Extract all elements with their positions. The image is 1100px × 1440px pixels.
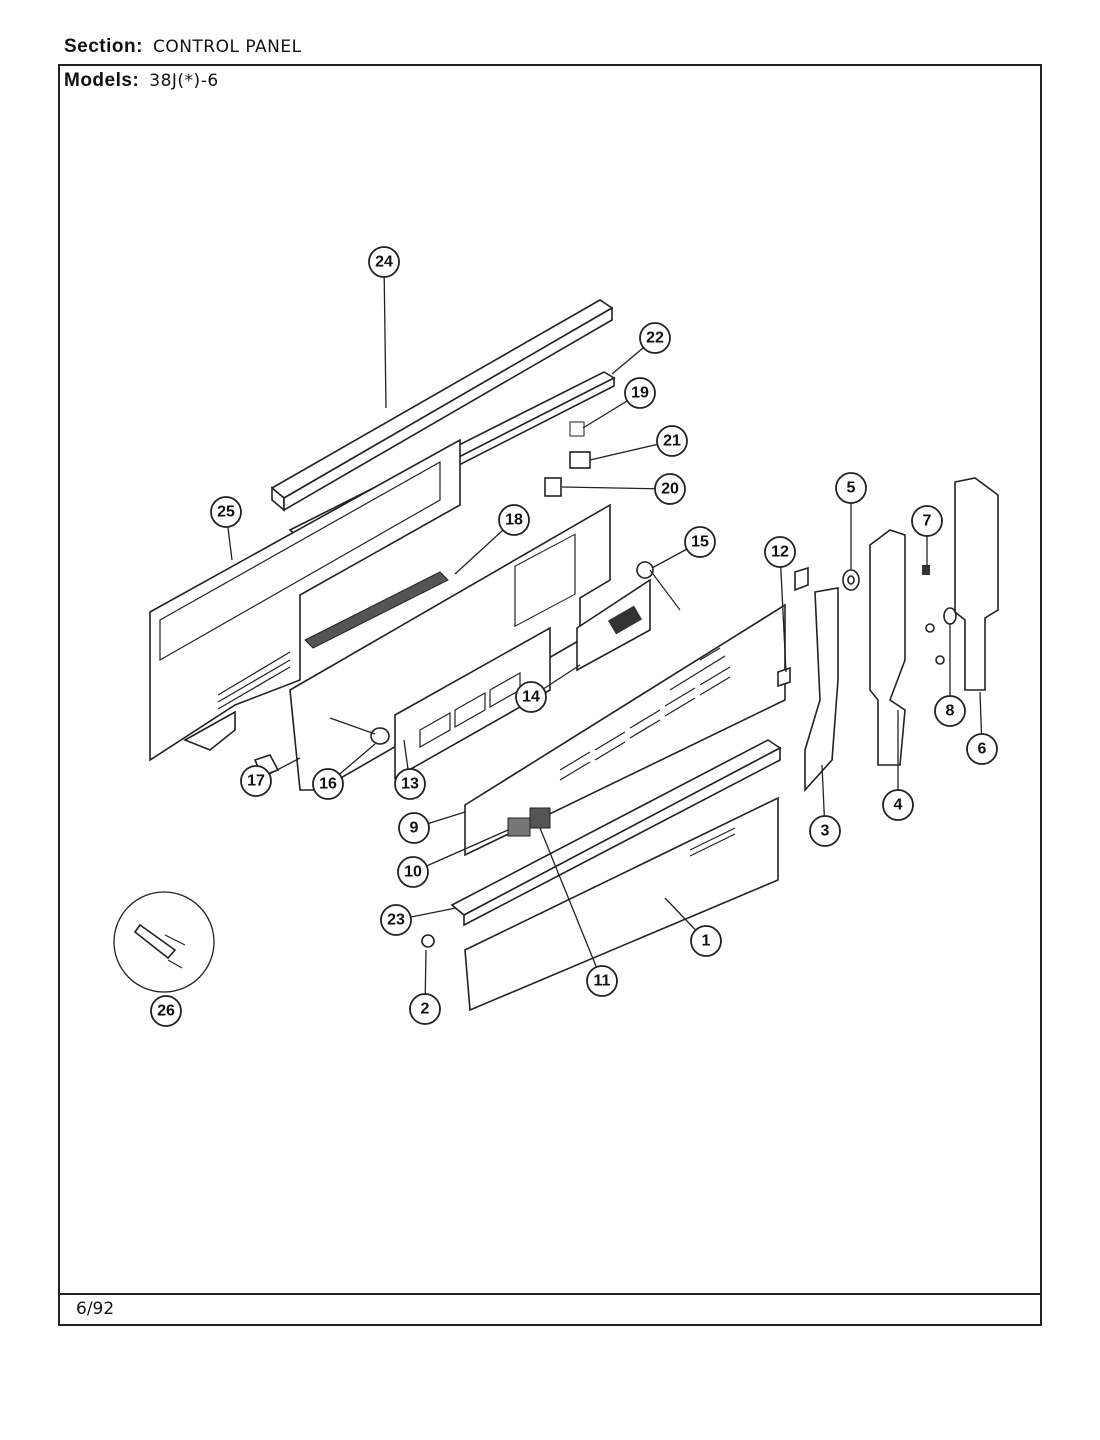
callout-15: 15 <box>684 526 716 558</box>
svg-text:9: 9 <box>410 820 419 837</box>
part-washer-8 <box>925 607 957 665</box>
svg-text:20: 20 <box>661 481 679 498</box>
callout-22: 22 <box>639 322 671 354</box>
part-clip-21 <box>569 451 591 469</box>
svg-text:23: 23 <box>387 912 405 929</box>
models-heading: Models: 38J(*)-6 <box>64 70 219 92</box>
svg-text:1: 1 <box>702 933 711 950</box>
svg-text:8: 8 <box>946 703 955 720</box>
callout-7: 7 <box>911 505 943 537</box>
part-lower-trim <box>450 739 782 927</box>
part-switch-11 <box>529 807 551 829</box>
svg-text:26: 26 <box>157 1003 175 1020</box>
callout-23: 23 <box>380 904 412 936</box>
callout-14: 14 <box>515 681 547 713</box>
svg-text:19: 19 <box>631 385 649 402</box>
callout-26: 26 <box>150 995 182 1027</box>
svg-text:10: 10 <box>404 864 422 881</box>
svg-text:7: 7 <box>923 513 932 530</box>
part-clip-20 <box>544 477 562 497</box>
callout-25: 25 <box>210 496 242 528</box>
svg-text:17: 17 <box>247 773 265 790</box>
models-value: 38J(*)-6 <box>149 71 219 91</box>
part-switch-housing <box>289 503 611 791</box>
callout-2: 2 <box>409 993 441 1025</box>
svg-text:12: 12 <box>771 544 789 561</box>
svg-text:15: 15 <box>691 534 709 551</box>
svg-text:22: 22 <box>646 330 664 347</box>
callout-24: 24 <box>368 246 400 278</box>
svg-text:13: 13 <box>401 776 419 793</box>
callout-13: 13 <box>394 768 426 800</box>
callout-5: 5 <box>835 472 867 504</box>
section-heading: Section: CONTROL PANEL <box>64 36 302 58</box>
svg-text:2: 2 <box>421 1001 430 1018</box>
svg-text:3: 3 <box>821 823 830 840</box>
part-clip-12 <box>777 566 809 688</box>
svg-text:4: 4 <box>894 797 903 814</box>
part-knob-16 <box>329 717 390 745</box>
callout-11: 11 <box>586 965 618 997</box>
part-end-cap-6 <box>954 477 999 691</box>
footer-date: 6/92 <box>76 1299 115 1319</box>
svg-text:24: 24 <box>375 254 393 271</box>
svg-text:18: 18 <box>505 512 523 529</box>
part-knob-15 <box>636 561 681 611</box>
callout-16: 16 <box>312 768 344 800</box>
part-clock-bracket <box>576 578 651 672</box>
svg-text:5: 5 <box>847 480 856 497</box>
part-clip-19 <box>569 421 585 437</box>
callout-6: 6 <box>966 733 998 765</box>
callout-12: 12 <box>764 536 796 568</box>
callout-10: 10 <box>397 856 429 888</box>
section-label: Section: <box>64 36 143 57</box>
callout-19: 19 <box>624 377 656 409</box>
models-label: Models: <box>64 70 140 91</box>
svg-text:16: 16 <box>319 776 337 793</box>
callout-8: 8 <box>934 695 966 727</box>
part-vent-screen <box>304 571 449 649</box>
callout-21: 21 <box>656 425 688 457</box>
part-screw-2 <box>421 934 435 948</box>
section-value: CONTROL PANEL <box>152 37 302 57</box>
part-back-panel <box>149 438 461 762</box>
callout-3: 3 <box>809 815 841 847</box>
svg-text:25: 25 <box>217 504 235 521</box>
part-control-panel <box>464 603 786 857</box>
diagram-frame <box>58 64 1042 1326</box>
part-end-bracket-3 <box>804 587 839 793</box>
part-front-panel <box>464 796 779 1012</box>
callout-4: 4 <box>882 789 914 821</box>
callout-18: 18 <box>498 504 530 536</box>
svg-text:21: 21 <box>663 433 681 450</box>
callout-17: 17 <box>240 765 272 797</box>
part-switch-10 <box>507 817 531 837</box>
callout-20: 20 <box>654 473 686 505</box>
callout-1: 1 <box>690 925 722 957</box>
part-detail-26 <box>113 891 215 993</box>
part-top-trim <box>270 299 614 512</box>
svg-text:14: 14 <box>522 689 540 706</box>
footer-divider <box>58 1293 1042 1295</box>
part-screw-7 <box>922 565 930 575</box>
callout-9: 9 <box>398 812 430 844</box>
part-washer-5 <box>842 569 860 591</box>
svg-text:11: 11 <box>594 973 611 990</box>
part-side-bracket-4 <box>869 529 906 766</box>
svg-text:6: 6 <box>978 741 987 758</box>
